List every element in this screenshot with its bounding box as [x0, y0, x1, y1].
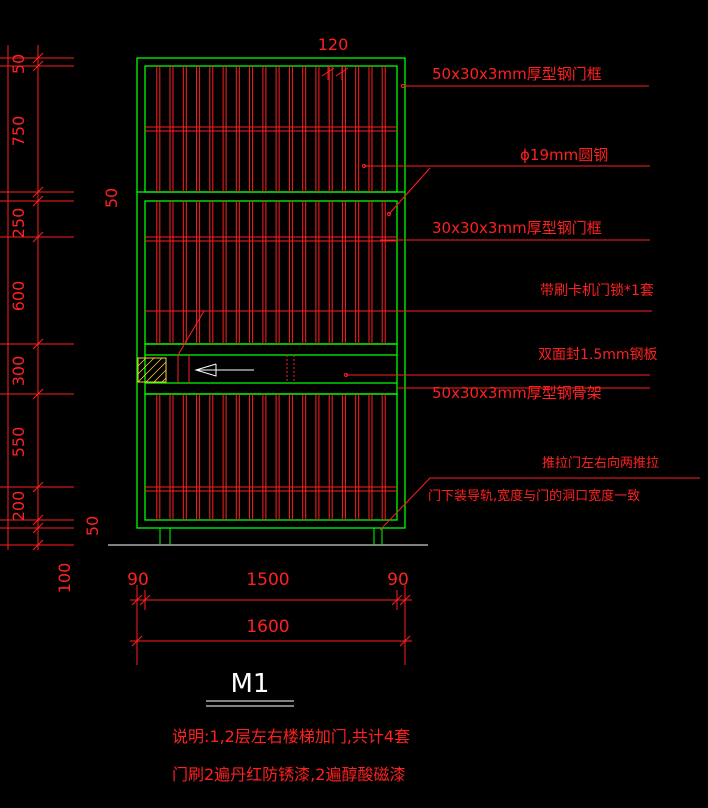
dim-bottom-90-left: 90 [127, 570, 149, 590]
dimension-tick [32, 186, 44, 198]
callout-push: 推拉门左右向两推拉 [542, 455, 659, 471]
callout-outer-frame: 50x30x3mm厚型钢门框 [432, 65, 602, 83]
dim-bottom-1500: 1500 [246, 570, 289, 590]
callout-inner-frame: 30x30x3mm厚型钢门框 [432, 219, 602, 237]
door-frame [136, 57, 406, 529]
bottom-dimensions [130, 585, 412, 665]
callout-lock: 带刷卡机门锁*1套 [540, 283, 654, 299]
dim-top-120: 120 [318, 35, 349, 54]
dimension-tick [32, 539, 44, 551]
dimension-tick [32, 388, 44, 400]
dimension-tick [32, 514, 44, 526]
lock-band-details [137, 355, 295, 383]
drawing-title: M1 [231, 669, 270, 699]
dimension-tick [32, 60, 44, 72]
outer-frame [136, 57, 406, 529]
callout-leaders [177, 84, 700, 531]
dimension-tick [32, 52, 44, 64]
round-bars [156, 66, 386, 520]
dimension-tick [32, 481, 44, 493]
dim-left-200: 200 [9, 491, 28, 522]
dim-left-300: 300 [9, 356, 28, 387]
floor [108, 528, 428, 546]
note-line-1: 说明:1,2层左右楼梯加门,共计4套 [172, 727, 410, 746]
dim-left-750: 750 [9, 116, 28, 147]
left-dimension-chain [0, 45, 74, 551]
dim-left-250: 250 [9, 208, 28, 239]
dim-left-600: 600 [9, 281, 28, 312]
dim-bottom-90-right: 90 [387, 570, 409, 590]
callout-round-bar: ϕ19mm圆钢 [520, 146, 608, 164]
callout-panel: 双面封1.5mm钢板 [538, 347, 658, 363]
callout-skeleton: 50x30x3mm厚型钢骨架 [432, 384, 602, 402]
lock-band [144, 343, 398, 395]
dim-left-550: 550 [9, 427, 28, 458]
callout-rail: 门下装导轨,宽度与门的洞口宽度一致 [428, 488, 640, 504]
dimension-tick [32, 231, 44, 243]
top-dimension [321, 66, 349, 80]
lower-inner-frame [144, 393, 398, 521]
dimension-tick [32, 522, 44, 534]
dimension-tick [32, 195, 44, 207]
dim-left-100: 100 [55, 563, 74, 594]
dim-left-50: 50 [9, 54, 28, 74]
dimension-tick [32, 338, 44, 350]
horizontal-rails [145, 126, 397, 492]
note-line-2: 门刷2遍丹红防锈漆,2遍醇酸磁漆 [172, 765, 405, 784]
dim-inner-50-top: 50 [102, 188, 121, 208]
dim-inner-50-bottom: 50 [83, 516, 102, 536]
dim-bottom-1600: 1600 [246, 617, 289, 637]
slide-arrow-icon [194, 363, 254, 377]
